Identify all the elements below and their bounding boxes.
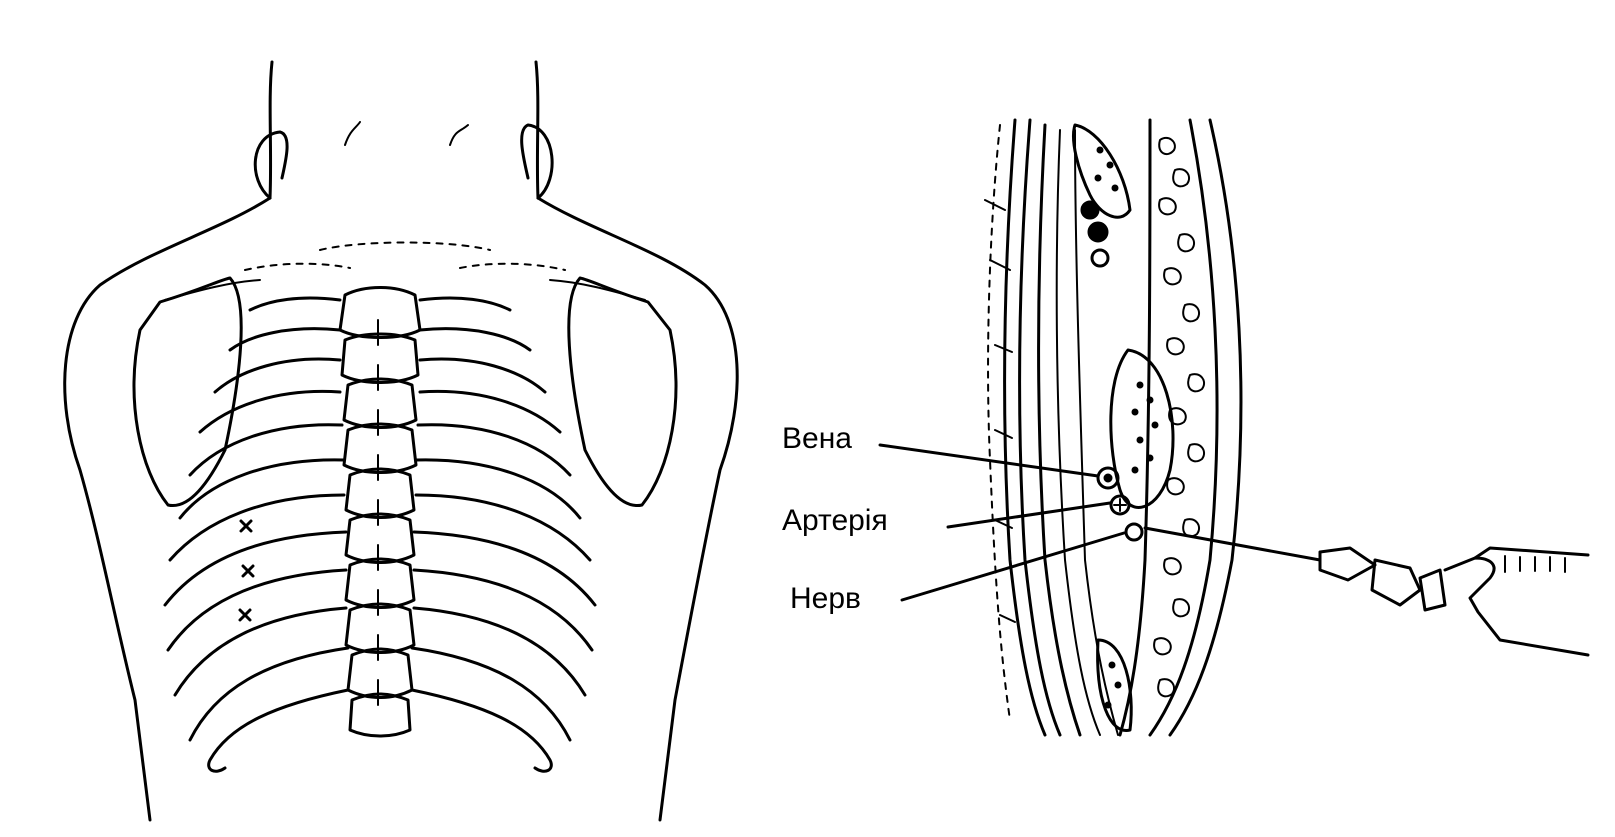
ribs-right bbox=[410, 296, 597, 773]
lung-tissue-cells bbox=[1153, 136, 1206, 698]
artery-label: Артерія bbox=[782, 504, 888, 537]
leader-lines bbox=[878, 443, 1126, 602]
rib-cross-sections bbox=[1071, 123, 1175, 732]
intercostal-cross-section: Вена Артерія Нерв bbox=[782, 118, 1590, 737]
ribs-left bbox=[163, 296, 350, 773]
spine bbox=[338, 286, 422, 738]
bone-stipple bbox=[1094, 146, 1159, 709]
vein-circle bbox=[1096, 466, 1120, 490]
torso-back-view bbox=[63, 60, 739, 822]
injection-point-markers bbox=[238, 519, 255, 622]
nerve-circle bbox=[1124, 522, 1144, 542]
nerve-label: Нерв bbox=[790, 582, 861, 615]
neurovascular-bundle bbox=[1096, 466, 1144, 542]
artery-circle bbox=[1109, 494, 1131, 516]
vein-label: Вена bbox=[782, 422, 852, 455]
syringe bbox=[1143, 526, 1590, 657]
